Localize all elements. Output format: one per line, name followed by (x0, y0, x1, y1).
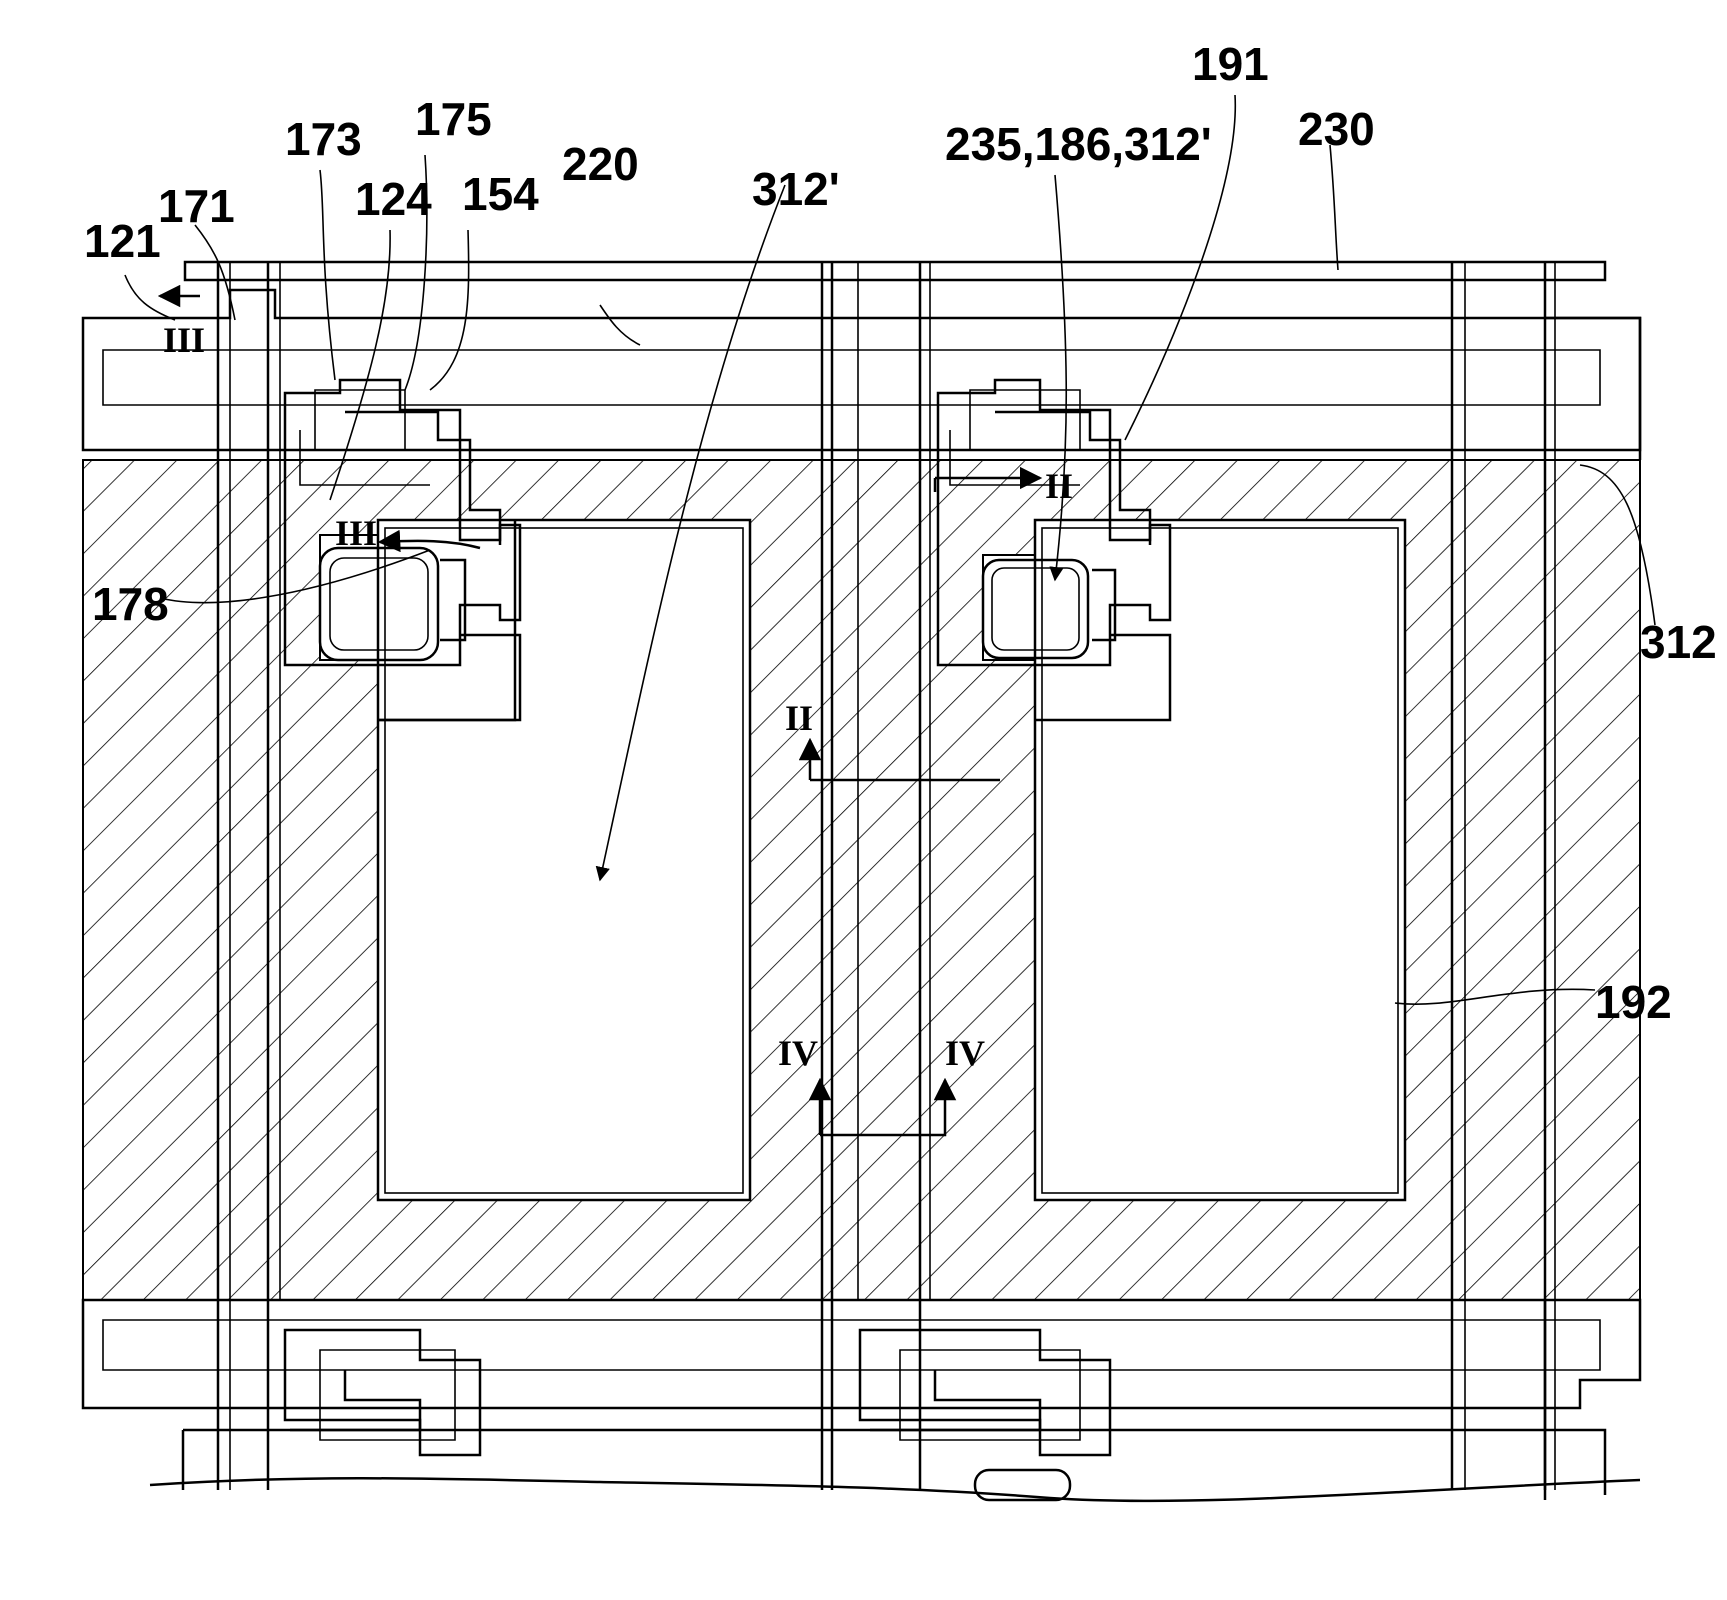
right-frame (1545, 318, 1640, 460)
label-178: 178 (92, 578, 169, 630)
label-124: 124 (355, 173, 432, 225)
label-312: 312 (1640, 616, 1717, 668)
gate-line-bottom-inner (103, 1320, 1600, 1370)
gate-line-121 (83, 290, 1640, 450)
strip-230 (185, 262, 1605, 280)
label-220: 220 (562, 138, 639, 190)
label-171: 171 (158, 180, 235, 232)
label-235-186-312-prime: 235,186,312' (945, 118, 1212, 170)
label-192: 192 (1595, 976, 1672, 1028)
gate-line-inner (103, 350, 1600, 405)
gate-line-bottom (83, 1300, 1640, 1408)
label-230: 230 (1298, 103, 1375, 155)
break-line (150, 1478, 1640, 1501)
label-121: 121 (84, 215, 161, 267)
section-label-ii-top: II (1045, 466, 1073, 506)
pixel-window-right (1035, 520, 1405, 1200)
label-312-prime: 312' (752, 163, 840, 215)
tft-bottom (285, 1330, 1110, 1500)
label-191: 191 (1192, 38, 1269, 90)
section-label-iii-top: III (163, 320, 205, 360)
label-154: 154 (462, 168, 539, 220)
label-175: 175 (415, 93, 492, 145)
label-173: 173 (285, 113, 362, 165)
section-label-ii-mid: II (785, 698, 813, 738)
section-label-iv-left: IV (778, 1033, 818, 1073)
pixel-window-left (378, 520, 750, 1200)
section-label-iii-mid: III (335, 513, 377, 553)
section-label-iv-right: IV (945, 1033, 985, 1073)
